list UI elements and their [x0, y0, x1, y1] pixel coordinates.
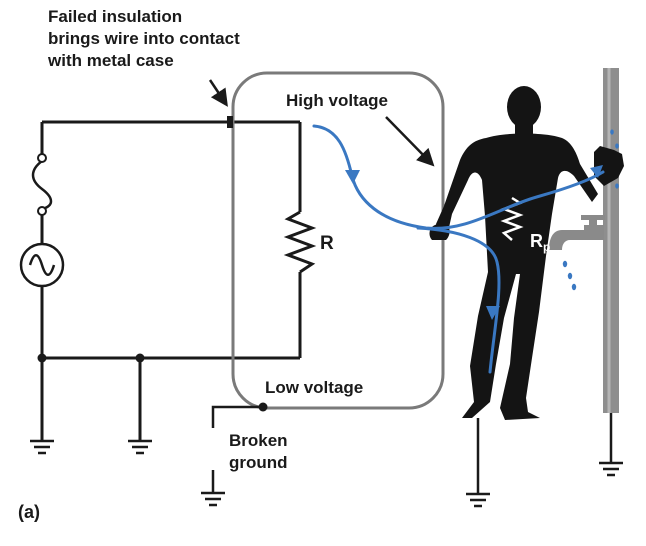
insulation-failure-point — [227, 116, 233, 128]
ground-symbol-foot — [466, 418, 490, 508]
current-arrow-head-1 — [345, 170, 360, 184]
water-drops — [562, 129, 619, 291]
metal-case — [231, 71, 445, 410]
junction-dot-left — [37, 353, 47, 363]
person-silhouette — [429, 86, 624, 420]
fuse-terminal-top — [37, 153, 47, 163]
broken-ground-connection-dot — [258, 402, 268, 412]
high-voltage-arrow — [385, 116, 435, 167]
circuit — [19, 120, 317, 440]
current-path-down — [416, 226, 501, 374]
failed-insulation-label: Failed insulation brings wire into conta… — [47, 7, 244, 70]
fuse-terminal-bottom — [37, 206, 47, 216]
ground-symbol-pipe — [599, 413, 623, 477]
current-arrow-head-2 — [590, 165, 603, 178]
junction-dot-center — [135, 353, 145, 363]
broken-ground-label: Broken ground — [229, 431, 292, 472]
fuse-icon — [31, 160, 53, 211]
faucet-icon — [549, 215, 605, 250]
water-pipe — [603, 68, 619, 413]
insulation-arrow — [208, 79, 228, 107]
ground-symbol-center — [128, 439, 152, 455]
body-resistor-label: Rp — [530, 231, 550, 254]
ac-wave — [28, 254, 56, 276]
panel-label: (a) — [18, 502, 40, 522]
ground-symbol-left — [30, 439, 54, 455]
resistor-label: R — [320, 233, 334, 254]
current-arrow-head-3 — [486, 306, 500, 320]
low-voltage-label: Low voltage — [265, 378, 363, 397]
high-voltage-label: High voltage — [286, 91, 388, 110]
ac-source-icon — [19, 242, 65, 288]
right-hand — [594, 146, 624, 186]
broken-ground — [201, 405, 262, 507]
resistor-zigzag — [283, 210, 317, 274]
